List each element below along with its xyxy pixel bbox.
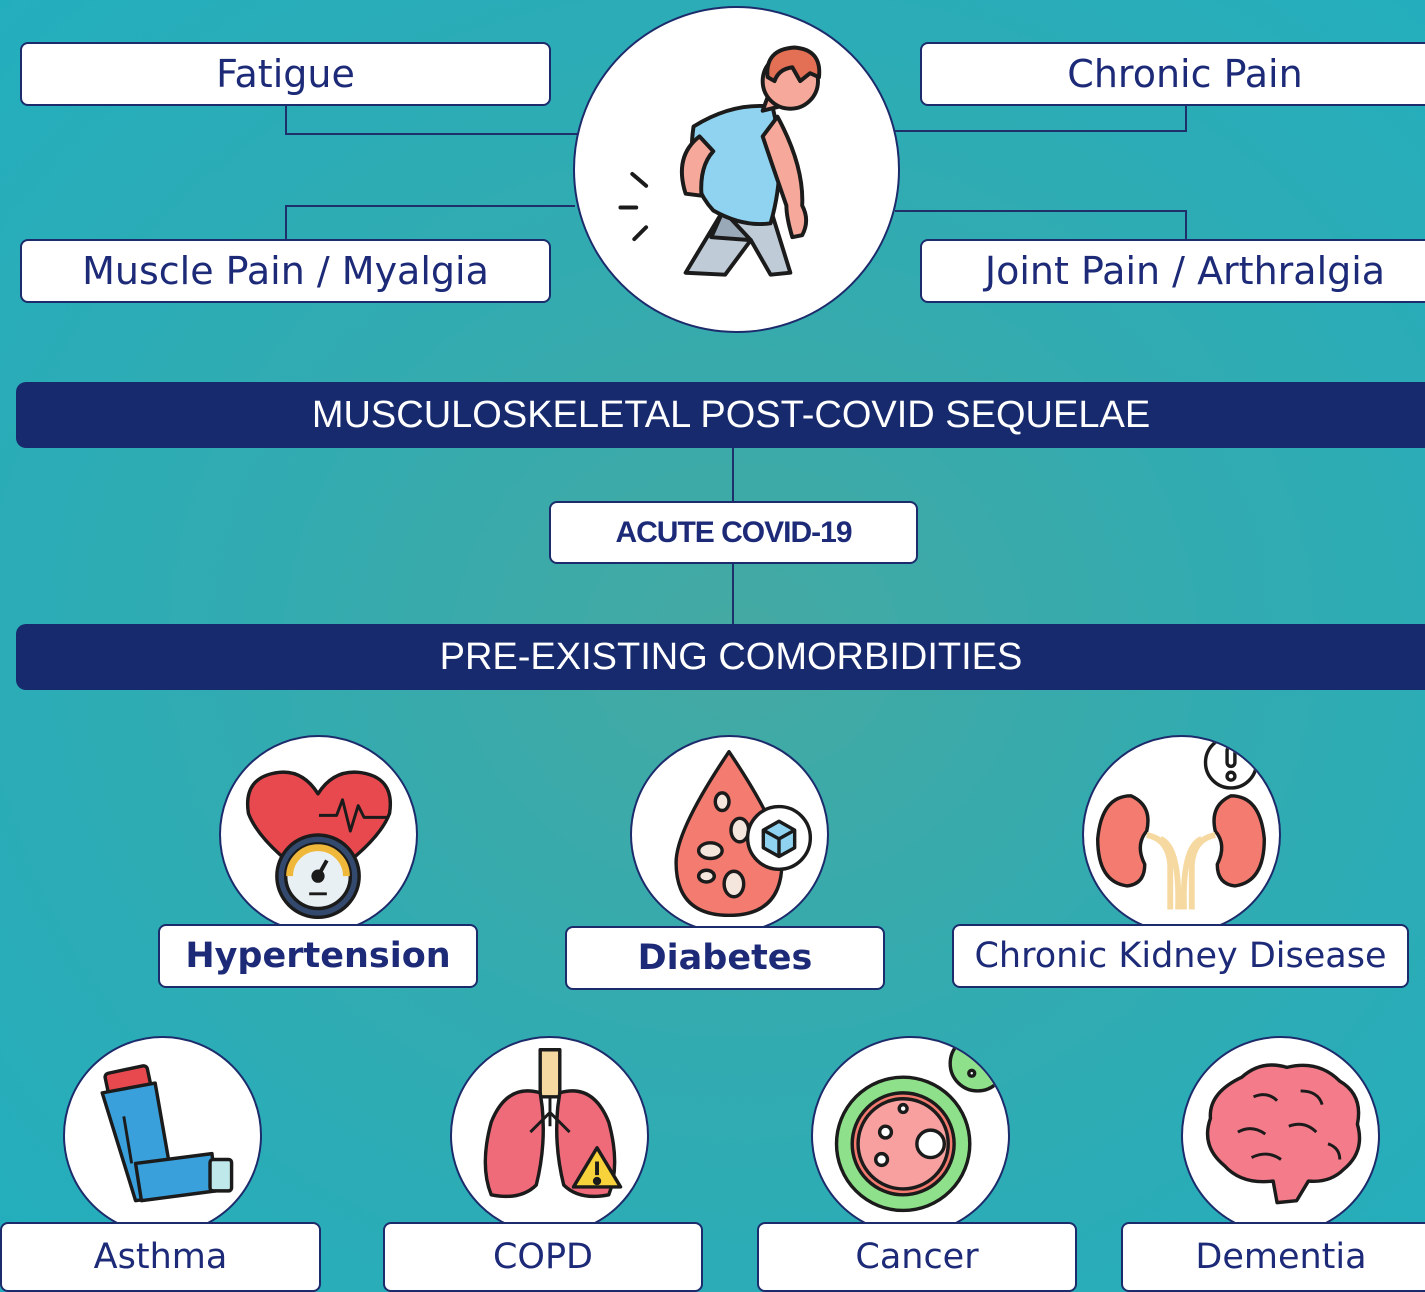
diabetes-circle xyxy=(630,735,829,934)
label-cancer: Cancer xyxy=(757,1222,1077,1292)
label-asthma: Asthma xyxy=(0,1222,321,1292)
label-diabetes: Diabetes xyxy=(565,926,885,990)
heart-pressure-gauge-icon xyxy=(221,737,416,932)
kidney-alert-icon xyxy=(1084,737,1279,932)
connector-chronic-pain xyxy=(1185,105,1187,132)
copd-circle xyxy=(450,1036,649,1235)
hypertension-circle xyxy=(219,735,418,934)
ckd-circle xyxy=(1082,735,1281,934)
dementia-circle xyxy=(1181,1036,1380,1235)
connector-sequelae-acute xyxy=(732,447,734,502)
connector-fatigue xyxy=(285,133,582,135)
connector-chronic-pain xyxy=(895,130,1187,132)
acute-covid-label: ACUTE COVID-19 xyxy=(549,501,918,564)
asthma-circle xyxy=(63,1036,262,1235)
back-pain-circle xyxy=(573,6,900,333)
connector-arthralgia xyxy=(1185,210,1187,241)
symptom-joint-pain: Joint Pain / Arthralgia xyxy=(920,239,1425,303)
lungs-warning-icon xyxy=(452,1038,647,1233)
label-ckd: Chronic Kidney Disease xyxy=(952,924,1409,988)
label-dementia: Dementia xyxy=(1121,1222,1425,1292)
banner-comorbidities: PRE-EXISTING COMORBIDITIES xyxy=(16,624,1425,690)
blood-drop-glucose-icon xyxy=(632,737,827,932)
symptom-chronic-pain: Chronic Pain xyxy=(920,42,1425,106)
inhaler-icon xyxy=(65,1038,260,1233)
label-hypertension: Hypertension xyxy=(158,924,478,988)
connector-myalgia xyxy=(285,205,575,207)
symptom-fatigue: Fatigue xyxy=(20,42,551,106)
connector-myalgia xyxy=(285,205,287,241)
cancer-cell-icon xyxy=(813,1038,1008,1233)
label-copd: COPD xyxy=(383,1222,703,1292)
cancer-circle xyxy=(811,1036,1010,1235)
brain-icon xyxy=(1183,1038,1378,1233)
connector-fatigue xyxy=(285,105,287,135)
symptom-muscle-pain: Muscle Pain / Myalgia xyxy=(20,239,551,303)
connector-acute-comorbidities xyxy=(732,563,734,625)
banner-sequelae: MUSCULOSKELETAL POST-COVID SEQUELAE xyxy=(16,382,1425,448)
back-pain-person-icon xyxy=(575,8,898,331)
connector-arthralgia xyxy=(895,210,1187,212)
